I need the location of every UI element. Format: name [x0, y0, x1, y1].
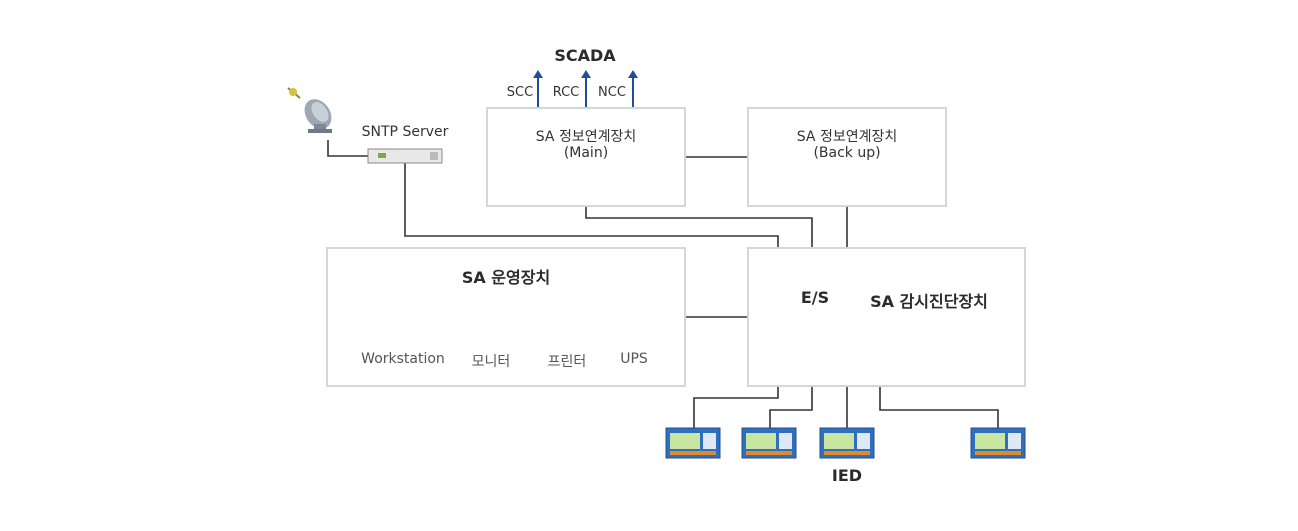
- scada-arrows: [537, 76, 634, 107]
- ied-device-icon: [819, 427, 875, 459]
- switch-monitor-box: [747, 247, 1026, 387]
- sa-operation-box: [326, 247, 686, 387]
- scada-center-scc: SCC: [506, 85, 534, 100]
- ied-label: IED: [831, 466, 863, 485]
- sa-link-main-title: SA 정보연계장치: [535, 129, 637, 145]
- sa-link-main-subtitle: (Main): [563, 145, 609, 161]
- sa-operation-title: SA 운영장치: [461, 268, 551, 287]
- ied-device-icon: [970, 427, 1026, 459]
- es-label: E/S: [800, 288, 830, 307]
- ied-device-icon: [741, 427, 797, 459]
- ied-device-icon: [665, 427, 721, 459]
- satellite-dish-icon: [287, 87, 332, 133]
- device-label-monitor: 모니터: [471, 354, 511, 370]
- device-label-ups: UPS: [620, 351, 648, 367]
- sa-link-backup-subtitle: (Back up): [813, 145, 881, 161]
- device-label-printer: 프린터: [547, 354, 587, 370]
- sntp-server-label: SNTP Server: [361, 124, 449, 140]
- sa-link-backup-box: [747, 107, 947, 207]
- scada-center-rcc: RCC: [552, 85, 580, 100]
- scada-center-ncc: NCC: [598, 85, 626, 100]
- scada-arrowheads: [533, 70, 638, 78]
- network-lines: [327, 140, 999, 428]
- scada-title: SCADA: [554, 46, 616, 65]
- sa-monitor-label: SA 감시진단장치: [870, 292, 988, 311]
- device-label-workstation: Workstation: [361, 351, 445, 367]
- sa-link-main-box: [486, 107, 686, 207]
- sntp-server-icon: [367, 148, 443, 164]
- sa-link-backup-title: SA 정보연계장치: [796, 129, 898, 145]
